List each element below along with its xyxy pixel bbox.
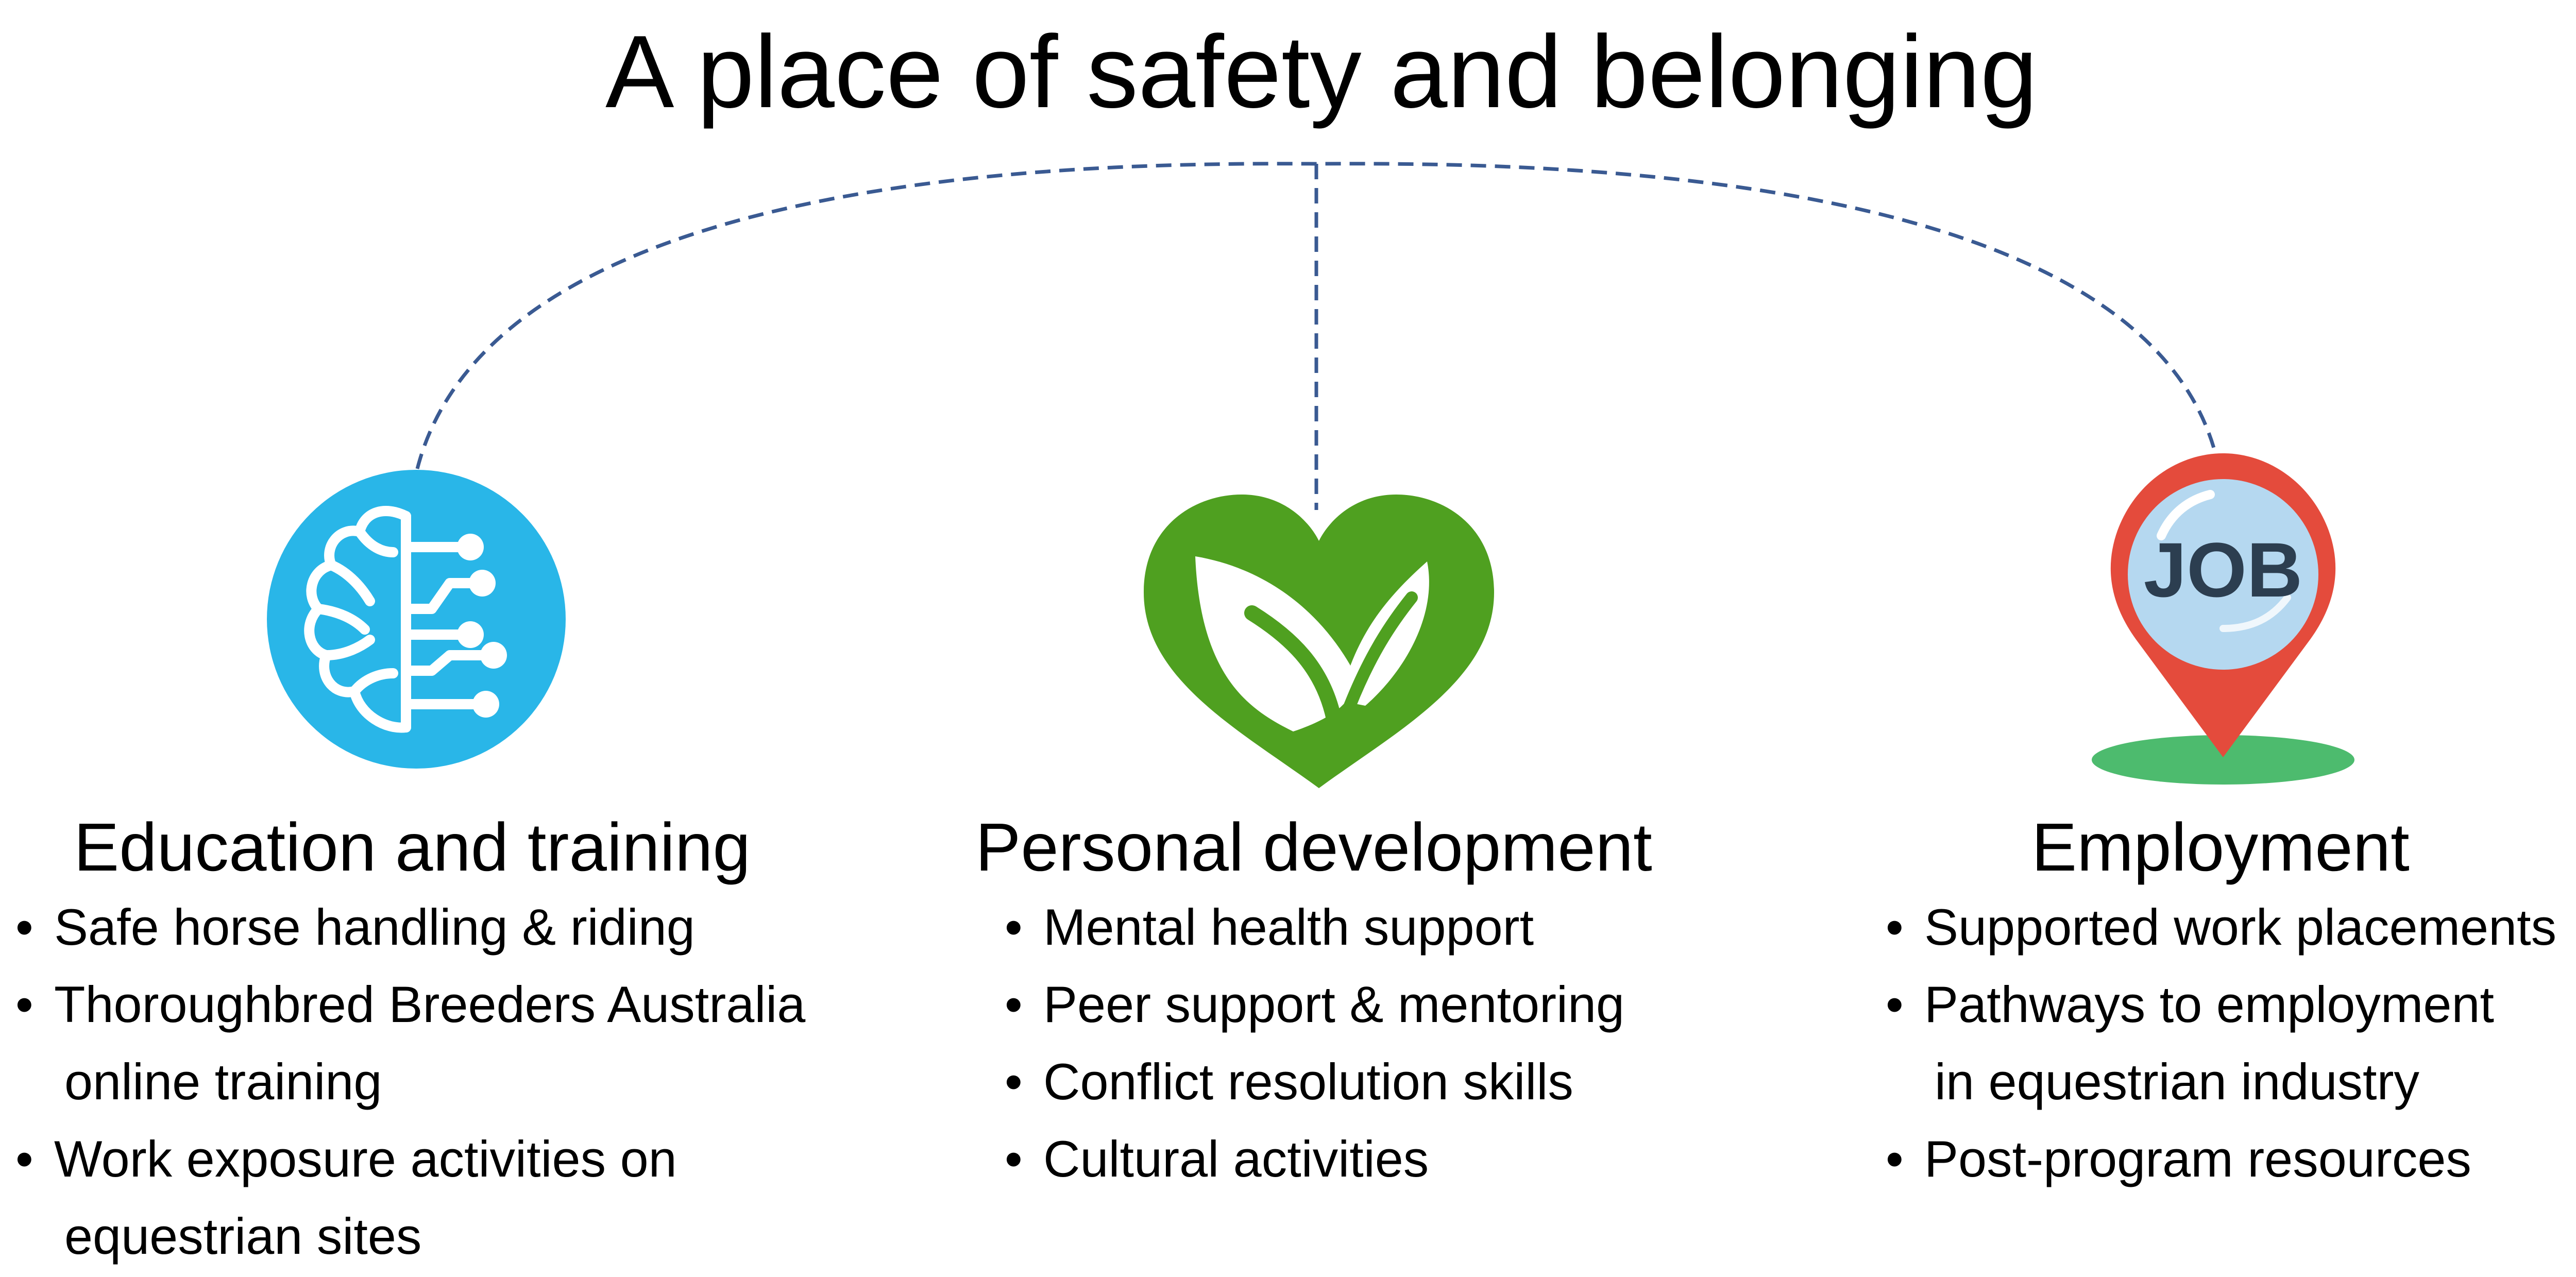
bullet-text: Post-program resources: [1924, 1130, 2471, 1187]
list-item: Supported work placements: [1886, 889, 2556, 966]
pillar-heading-personal-development: Personal development: [975, 809, 1652, 885]
brain-circuit-icon: [267, 470, 566, 769]
list-item: Conflict resolution skills: [1005, 1043, 1624, 1120]
bullet-text-continuation: in equestrian industry: [1935, 1053, 2420, 1110]
bullet-text: Pathways to employment: [1924, 976, 2495, 1033]
bullet-text-continuation: online training: [64, 1053, 382, 1110]
bullet-text: Conflict resolution skills: [1043, 1053, 1573, 1110]
bullet-text: Safe horse handling & riding: [54, 898, 695, 956]
bullet-text: Thoroughbred Breeders Australia: [54, 976, 806, 1033]
bullet-text: Supported work placements: [1924, 898, 2557, 956]
bullet-text: Mental health support: [1043, 898, 1534, 956]
list-item: Safe horse handling & riding: [15, 889, 805, 966]
pillar-heading-education: Education and training: [74, 809, 751, 885]
education-bullet-list: Safe horse handling & riding Thoroughbre…: [15, 889, 805, 1275]
list-item: Cultural activities: [1005, 1120, 1624, 1198]
list-item: Thoroughbred Breeders Australia online t…: [15, 966, 805, 1120]
personal-development-bullet-list: Mental health support Peer support & men…: [1005, 889, 1624, 1198]
list-item: Work exposure activities on equestrian s…: [15, 1120, 805, 1275]
bullet-text: Cultural activities: [1043, 1130, 1429, 1187]
heart-leaf-icon: [1144, 495, 1494, 788]
pillar-heading-employment: Employment: [2031, 809, 2410, 885]
job-location-pin-icon: JOB: [2092, 453, 2354, 785]
list-item: Post-program resources: [1886, 1120, 2556, 1198]
bullet-text-continuation: equestrian sites: [64, 1207, 422, 1265]
job-icon-label: JOB: [2144, 526, 2302, 613]
diagram-title: A place of safety and belonging: [605, 14, 2038, 129]
bullet-text: Work exposure activities on: [54, 1130, 677, 1187]
list-item: Peer support & mentoring: [1005, 966, 1624, 1043]
bullet-text: Peer support & mentoring: [1043, 976, 1625, 1033]
employment-bullet-list: Supported work placements Pathways to em…: [1886, 889, 2556, 1198]
list-item: Pathways to employment in equestrian ind…: [1886, 966, 2556, 1120]
list-item: Mental health support: [1005, 889, 1624, 966]
